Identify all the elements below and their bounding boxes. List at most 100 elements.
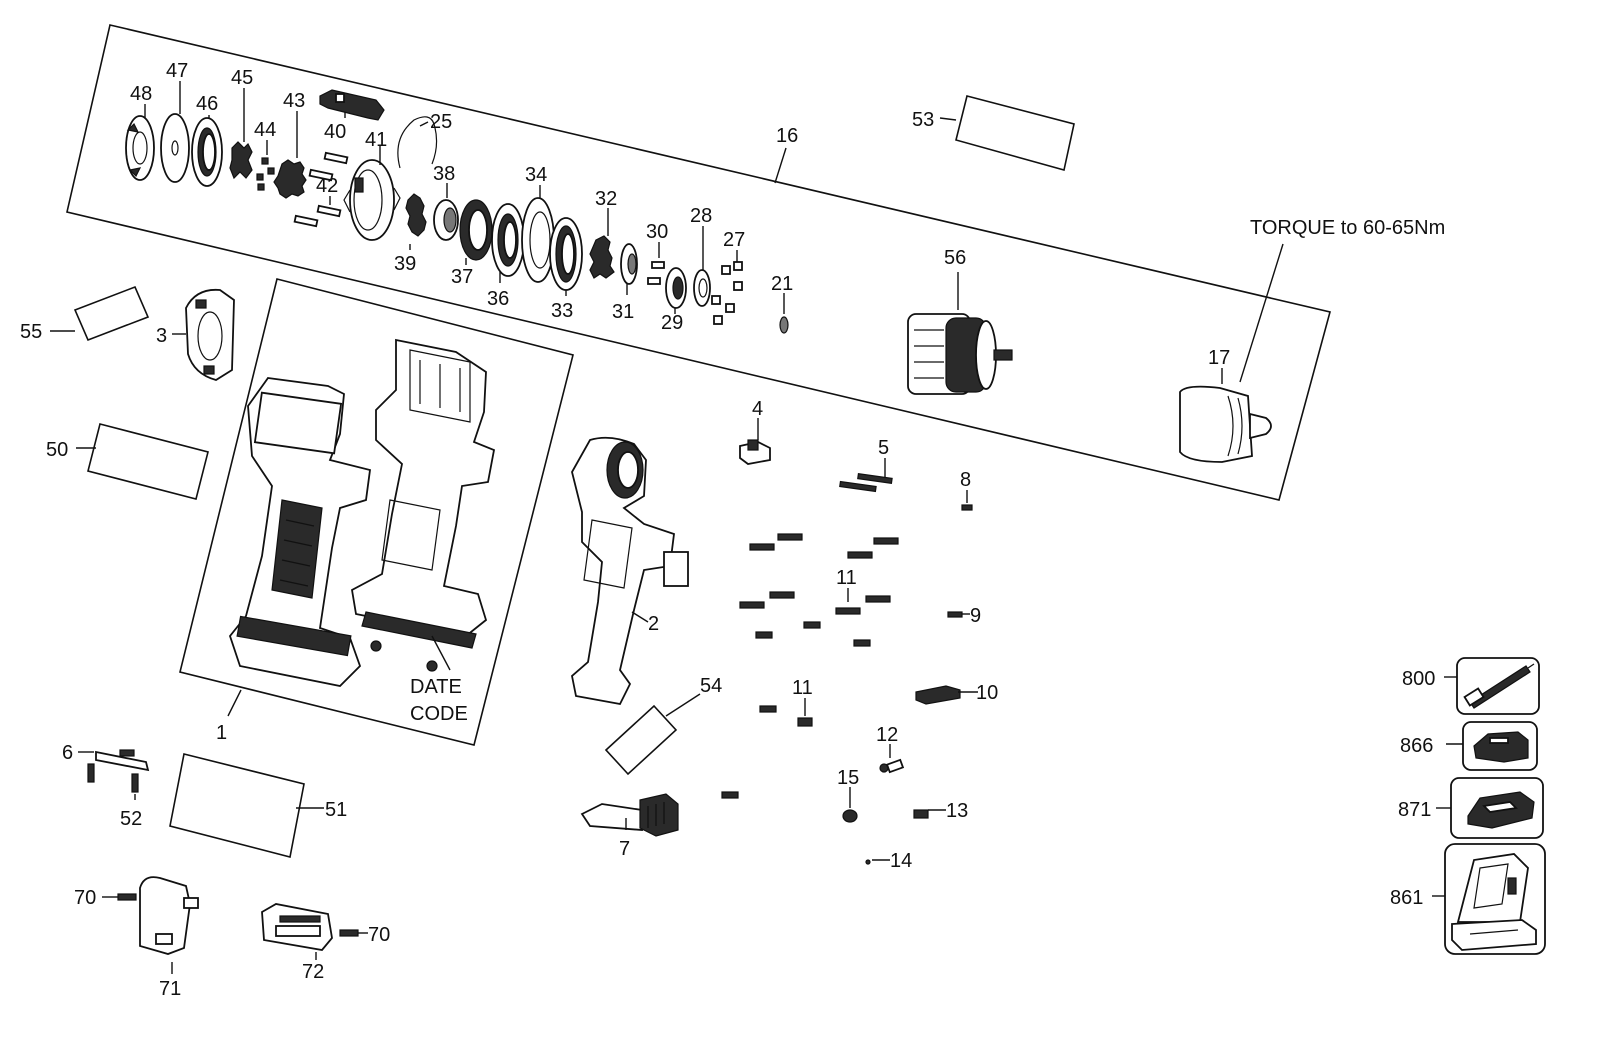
- part-30-pins: [647, 261, 665, 285]
- part-15-led: [842, 809, 858, 823]
- part-9-pin: [947, 611, 963, 618]
- label-37: 37: [451, 266, 473, 288]
- leader-16: [774, 147, 787, 184]
- part-1-housing-right: [351, 338, 496, 649]
- part-40-slider: [319, 89, 385, 121]
- label-31: 31: [612, 301, 634, 323]
- label-34: 34: [525, 164, 547, 186]
- part-37-ring-gear: [459, 199, 493, 261]
- accessory-866-battery: [1473, 731, 1529, 763]
- part-5-screws: [839, 472, 893, 493]
- accessory-861-case: [1451, 853, 1537, 951]
- part-47-washer: [160, 113, 190, 183]
- part-3-gear-case: [185, 288, 235, 381]
- label-56: 56: [944, 247, 966, 269]
- part-54-label: [604, 704, 678, 776]
- date-code-dot: [426, 660, 438, 672]
- part-42-pins: [293, 151, 349, 228]
- part-6-bracket: [87, 749, 150, 793]
- torque-note-leader: [1239, 243, 1284, 383]
- part-45-planet-carrier: [229, 141, 253, 180]
- part-28-washer: [693, 269, 711, 307]
- label-40: 40: [324, 121, 346, 143]
- part-27-clutch-pins: [711, 261, 743, 325]
- label-3: 3: [156, 325, 167, 347]
- part-13-contact: [913, 809, 929, 819]
- label-43: 43: [283, 90, 305, 112]
- label-72: 72: [302, 961, 324, 983]
- label-15: 15: [837, 767, 859, 789]
- label-47: 47: [166, 60, 188, 82]
- label-14: 14: [890, 850, 912, 872]
- label-70-a: 70: [74, 887, 96, 909]
- part-56-motor: [907, 313, 1013, 395]
- label-2: 2: [648, 613, 659, 635]
- label-70-b: 70: [368, 924, 390, 946]
- label-42: 42: [316, 175, 338, 197]
- label-12: 12: [876, 724, 898, 746]
- housing-screw-dot: [370, 640, 382, 652]
- part-70-screw-b: [339, 929, 359, 937]
- transmission-assembly-frame: [66, 24, 1331, 501]
- label-21: 21: [771, 273, 793, 295]
- part-17-chuck: [1179, 385, 1272, 463]
- label-800: 800: [1402, 668, 1435, 690]
- part-33-ring-gear: [549, 217, 583, 291]
- label-45: 45: [231, 67, 253, 89]
- part-32-planet-gear: [589, 235, 615, 279]
- part-4-switch-button: [739, 439, 771, 465]
- torque-note: TORQUE to 60-65Nm: [1250, 217, 1445, 239]
- label-8: 8: [960, 469, 971, 491]
- label-9: 9: [970, 605, 981, 627]
- part-46-ring: [191, 117, 223, 187]
- label-13: 13: [946, 800, 968, 822]
- part-71-belt-clip: [139, 876, 199, 955]
- part-50-label: [87, 423, 209, 500]
- label-4: 4: [752, 398, 763, 420]
- label-39: 39: [394, 253, 416, 275]
- part-1-housing-left: [228, 377, 371, 687]
- part-8-pin: [961, 504, 973, 511]
- accessory-800-tool: [1463, 663, 1535, 709]
- label-71: 71: [159, 978, 181, 1000]
- part-48-ring-gear: [125, 115, 155, 181]
- label-6: 6: [62, 742, 73, 764]
- accessory-871-charger: [1467, 791, 1535, 829]
- part-43-sun-gear: [273, 159, 307, 199]
- date-code-line1: DATE: [410, 676, 462, 698]
- label-46: 46: [196, 93, 218, 115]
- part-34-washer: [521, 197, 555, 283]
- label-44: 44: [254, 119, 276, 141]
- label-30: 30: [646, 221, 668, 243]
- label-51: 51: [325, 799, 347, 821]
- label-866: 866: [1400, 735, 1433, 757]
- label-33: 33: [551, 300, 573, 322]
- label-53: 53: [912, 109, 934, 131]
- label-36: 36: [487, 288, 509, 310]
- label-11-a: 11: [836, 567, 857, 589]
- label-11-b: 11: [792, 677, 813, 699]
- part-38-carrier: [433, 199, 459, 241]
- label-52: 52: [120, 808, 142, 830]
- housing-assembly-frame: [179, 278, 574, 746]
- part-51-label: [169, 753, 305, 858]
- housing-screws: [721, 533, 899, 799]
- label-29: 29: [661, 312, 683, 334]
- label-41: 41: [365, 129, 387, 151]
- label-25: 25: [430, 111, 452, 133]
- label-7: 7: [619, 838, 630, 860]
- part-2-motor-housing: [571, 436, 689, 706]
- part-72-bit-holder: [261, 903, 333, 951]
- label-5: 5: [878, 437, 889, 459]
- part-12-spring: [879, 758, 905, 774]
- part-53-label: [955, 95, 1075, 171]
- part-44-pins: [256, 157, 275, 191]
- label-861: 861: [1390, 887, 1423, 909]
- part-21-screw: [779, 316, 789, 334]
- label-32: 32: [595, 188, 617, 210]
- label-871: 871: [1398, 799, 1431, 821]
- label-55: 55: [20, 321, 42, 343]
- date-code-line2: CODE: [410, 703, 468, 725]
- part-70-screw-a: [117, 893, 137, 901]
